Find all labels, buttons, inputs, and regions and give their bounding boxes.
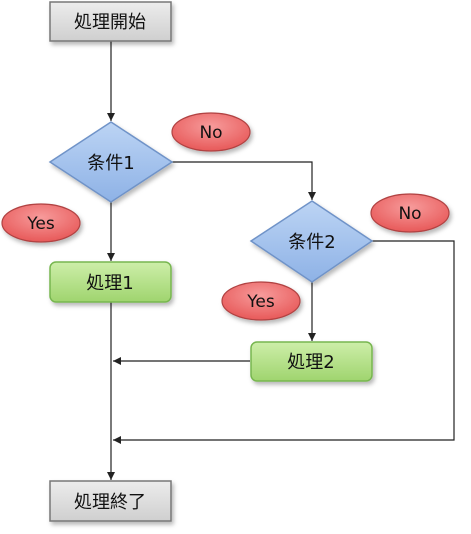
badge-cond1-no-label: No — [199, 123, 222, 143]
end-label: 処理終了 — [74, 492, 146, 513]
start-label: 処理開始 — [74, 12, 146, 33]
badge-cond2-no: No — [370, 193, 450, 233]
connectors — [107, 41, 455, 480]
end-node: 処理終了 — [49, 480, 172, 522]
condition-2-node: 条件2 — [249, 200, 374, 283]
process-2-node: 処理2 — [250, 341, 373, 382]
process-1-node: 処理1 — [49, 261, 172, 303]
edge-cond1-no-to-cond2 — [172, 161, 316, 200]
badge-cond2-yes-label: Yes — [246, 292, 275, 312]
badge-cond1-yes: Yes — [1, 203, 81, 243]
badge-cond1-no: No — [171, 112, 251, 152]
condition-1-node: 条件1 — [48, 121, 174, 203]
badge-cond2-no-label: No — [398, 204, 421, 224]
process-2-label: 処理2 — [287, 352, 334, 373]
condition-2-label: 条件2 — [288, 232, 335, 253]
edge-cond2-no-to-merge — [113, 240, 455, 444]
badge-cond2-yes: Yes — [221, 281, 301, 321]
badge-cond1-yes-label: Yes — [26, 214, 55, 234]
condition-1-label: 条件1 — [87, 153, 134, 174]
process-1-label: 処理1 — [86, 273, 133, 294]
start-node: 処理開始 — [49, 1, 172, 42]
